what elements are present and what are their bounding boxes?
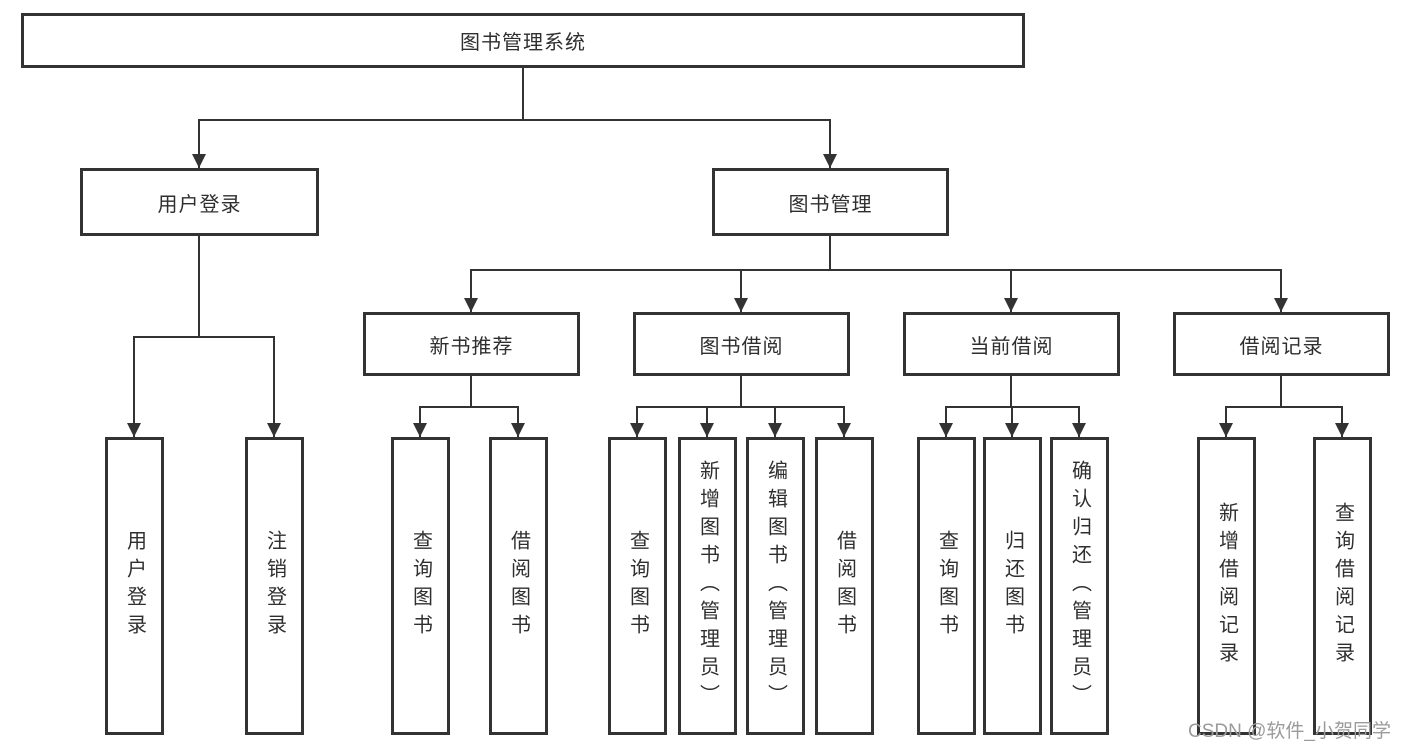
node-label: 当前借阅: [969, 335, 1054, 358]
leaf-add-borrow-record: 新增借阅记录: [1197, 437, 1256, 735]
node-new-book-recommend: 新书推荐: [363, 312, 580, 376]
leaf-label: 查询图书: [409, 530, 432, 642]
leaf-label: 用户登录: [123, 530, 146, 642]
leaf-label: 查询借阅记录: [1331, 502, 1354, 670]
node-user-login: 用户登录: [80, 168, 319, 236]
node-current-borrow: 当前借阅: [903, 312, 1120, 376]
leaf-label: 查询图书: [935, 530, 958, 642]
leaf-label: 编辑图书（管理员）: [764, 460, 787, 712]
node-label: 图书借阅: [699, 335, 784, 358]
leaf-label: 确认归还（管理员）: [1068, 460, 1091, 712]
leaf-query-books-borrow: 查询图书: [608, 437, 667, 735]
csdn-watermark: CSDN @软件_小贺同学: [1188, 721, 1391, 742]
leaf-label: 归还图书: [1001, 530, 1024, 642]
node-label: 新书推荐: [429, 335, 514, 358]
node-borrow-records: 借阅记录: [1173, 312, 1390, 376]
leaf-logout: 注销登录: [245, 437, 304, 735]
leaf-label: 注销登录: [263, 530, 286, 642]
leaf-query-borrow-record: 查询借阅记录: [1313, 437, 1372, 735]
leaf-borrow-books: 借阅图书: [815, 437, 874, 735]
leaf-label: 新增图书（管理员）: [696, 460, 719, 712]
leaf-confirm-return-admin: 确认归还（管理员）: [1050, 437, 1109, 735]
leaf-label: 新增借阅记录: [1215, 502, 1238, 670]
leaf-label: 借阅图书: [833, 530, 856, 642]
leaf-return-book: 归还图书: [983, 437, 1042, 735]
leaf-query-books-recommend: 查询图书: [391, 437, 450, 735]
leaf-label: 查询图书: [626, 530, 649, 642]
leaf-query-books-current: 查询图书: [917, 437, 976, 735]
node-book-management: 图书管理: [712, 168, 949, 236]
leaf-borrow-books-recommend: 借阅图书: [489, 437, 548, 735]
node-label: 图书管理: [788, 193, 873, 216]
node-label: 用户登录: [157, 193, 242, 216]
leaf-edit-book-admin: 编辑图书（管理员）: [746, 437, 805, 735]
node-library-management-system: 图书管理系统: [21, 13, 1025, 68]
leaf-user-login: 用户登录: [105, 437, 164, 735]
node-label: 借阅记录: [1239, 335, 1324, 358]
leaf-label: 借阅图书: [507, 530, 530, 642]
node-label: 图书管理系统: [460, 32, 586, 54]
node-book-borrow: 图书借阅: [633, 312, 850, 376]
leaf-add-book-admin: 新增图书（管理员）: [678, 437, 737, 735]
